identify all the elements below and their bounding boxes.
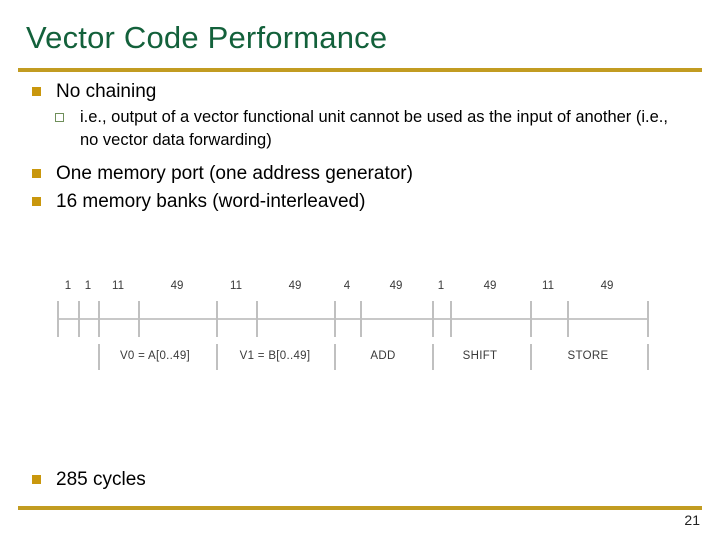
bullet-list: No chaining i.e., output of a vector fun… [0, 78, 720, 216]
timeline-lower-tick [98, 344, 100, 370]
timeline-tick [530, 301, 532, 337]
footer-divider-rule [18, 506, 702, 510]
timeline-segment-value: 11 [542, 280, 554, 292]
timeline-tick [57, 301, 59, 337]
list-item: One memory port (one address generator) [0, 160, 720, 187]
timeline-segment-value: 49 [600, 280, 614, 292]
list-item-label: One memory port (one address generator) [56, 163, 413, 184]
list-item-label: i.e., output of a vector functional unit… [80, 108, 668, 149]
hollow-square-bullet-icon [55, 113, 64, 122]
timeline-tick [216, 301, 218, 337]
list-item: 285 cycles [0, 466, 720, 493]
timeline-lower-tick [432, 344, 434, 370]
timeline-operation-label: ADD [370, 350, 396, 362]
timeline-segment-value: 1 [437, 280, 445, 292]
list-item-label: 16 memory banks (word-interleaved) [56, 191, 366, 212]
list-item: i.e., output of a vector functional unit… [0, 106, 720, 152]
page-title: Vector Code Performance [26, 20, 388, 55]
timeline-tick [450, 301, 452, 337]
timeline-segment-value: 11 [112, 280, 124, 292]
timeline-segment-value: 1 [84, 280, 92, 292]
timeline-tick [334, 301, 336, 337]
list-item-label: 285 cycles [56, 469, 146, 490]
timeline-lower-tick [334, 344, 336, 370]
timeline-tick [138, 301, 140, 337]
timeline-tick [256, 301, 258, 337]
timeline-tick [78, 301, 80, 337]
timeline-lower-tick [530, 344, 532, 370]
timeline-operation-label: V1 = B[0..49] [239, 350, 311, 362]
timeline-operation-label: STORE [567, 350, 609, 362]
timeline-segment-value: 49 [389, 280, 403, 292]
timeline-segment-value: 49 [288, 280, 302, 292]
timeline-axis [57, 318, 647, 320]
list-item: 16 memory banks (word-interleaved) [0, 188, 720, 215]
timeline-tick [360, 301, 362, 337]
list-item: No chaining [0, 78, 720, 105]
timeline-operation-label: V0 = A[0..49] [119, 350, 191, 362]
timeline-operation-label: SHIFT [462, 350, 498, 362]
timeline-segment-value: 49 [483, 280, 497, 292]
summary-bullet: 285 cycles [0, 466, 720, 494]
timeline-tick [567, 301, 569, 337]
timeline-segment-value: 4 [343, 280, 351, 292]
title-divider-rule [18, 68, 702, 72]
filled-square-bullet-icon [32, 87, 41, 96]
timeline-segment-value: 49 [170, 280, 184, 292]
timeline-tick [432, 301, 434, 337]
spacer [0, 152, 720, 160]
timeline-lower-tick [216, 344, 218, 370]
list-item-label: No chaining [56, 81, 157, 102]
timeline-lower-tick [647, 344, 649, 370]
filled-square-bullet-icon [32, 475, 41, 484]
filled-square-bullet-icon [32, 197, 41, 206]
timeline-segment-value: 11 [230, 280, 242, 292]
timeline-segment-value: 1 [64, 280, 72, 292]
filled-square-bullet-icon [32, 169, 41, 178]
page-number: 21 [684, 512, 700, 528]
timeline-tick [647, 301, 649, 337]
timeline-tick [98, 301, 100, 337]
